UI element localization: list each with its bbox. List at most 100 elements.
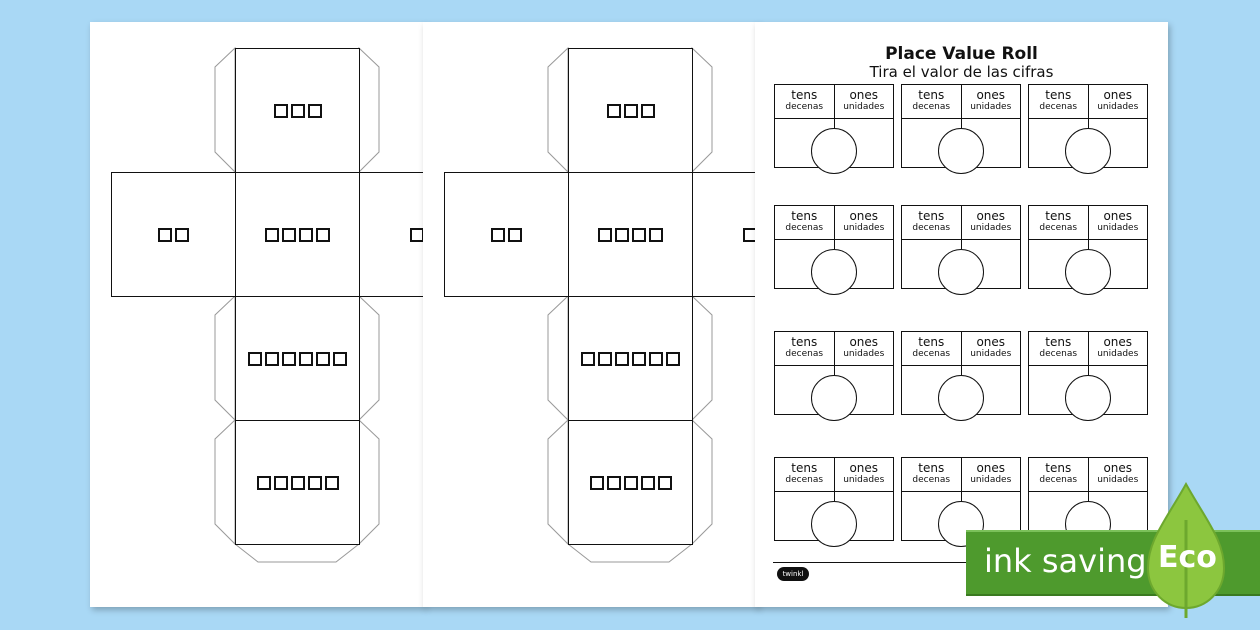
- die-face-top: [568, 48, 693, 173]
- tens-label: tens: [1045, 88, 1072, 102]
- unidades-label: unidades: [1097, 102, 1139, 112]
- footer-divider: [773, 562, 1150, 563]
- unidades-label: unidades: [970, 349, 1012, 359]
- twinkl-logo: twinkl: [777, 567, 809, 581]
- unidades-label: unidades: [1097, 475, 1139, 485]
- answer-circle: [938, 249, 984, 295]
- divider-line: [961, 239, 962, 249]
- ink-saving-text: ink saving: [984, 542, 1147, 580]
- unidades-label: unidades: [843, 223, 885, 233]
- face-squares: [606, 103, 655, 118]
- ones-label: ones: [976, 335, 1006, 349]
- ones-label: ones: [849, 461, 879, 475]
- divider-line: [1088, 365, 1089, 375]
- worksheet-title: Place Value Roll: [885, 44, 1038, 64]
- answer-circle: [811, 249, 857, 295]
- tens-label: tens: [791, 335, 818, 349]
- divider-line: [834, 239, 835, 249]
- divider-line: [834, 118, 835, 128]
- decenas-label: decenas: [912, 223, 951, 233]
- decenas-label: decenas: [1039, 223, 1078, 233]
- unidades-label: unidades: [1097, 349, 1139, 359]
- face-squares: [491, 227, 522, 242]
- face-squares: [589, 475, 672, 490]
- decenas-label: decenas: [912, 102, 951, 112]
- eco-label: Eco: [1158, 540, 1217, 575]
- answer-circle: [811, 128, 857, 174]
- unidades-label: unidades: [1097, 223, 1139, 233]
- ones-label: ones: [849, 335, 879, 349]
- decenas-label: decenas: [785, 349, 824, 359]
- face-squares: [273, 103, 322, 118]
- divider-line: [1088, 491, 1089, 501]
- face-squares: [598, 227, 663, 242]
- die-face-bottom-1: [568, 296, 693, 421]
- divider-line: [961, 491, 962, 501]
- unidades-label: unidades: [970, 102, 1012, 112]
- tens-label: tens: [791, 209, 818, 223]
- die-net-flaps: [214, 46, 380, 563]
- face-squares: [248, 351, 347, 366]
- answer-circle: [811, 375, 857, 421]
- divider-line: [961, 118, 962, 128]
- divider-line: [1088, 239, 1089, 249]
- decenas-label: decenas: [785, 475, 824, 485]
- tens-label: tens: [918, 335, 945, 349]
- answer-circle: [938, 375, 984, 421]
- face-squares: [410, 227, 424, 242]
- worksheet-subtitle: Tira el valor de las cifras: [869, 63, 1054, 81]
- decenas-label: decenas: [912, 475, 951, 485]
- tens-label: tens: [1045, 335, 1072, 349]
- die-face-right: [359, 172, 425, 297]
- place-value-worksheet: Place Value Roll Tira el valor de las ci…: [755, 22, 1168, 607]
- face-squares: [158, 227, 189, 242]
- ones-label: ones: [976, 209, 1006, 223]
- ones-label: ones: [1103, 88, 1133, 102]
- tens-label: tens: [1045, 209, 1072, 223]
- die-face-bottom-2: [568, 420, 693, 545]
- die-face-left: [444, 172, 569, 297]
- ones-label: ones: [1103, 335, 1133, 349]
- face-squares: [581, 351, 680, 366]
- unidades-label: unidades: [970, 223, 1012, 233]
- tens-label: tens: [918, 88, 945, 102]
- unidades-label: unidades: [970, 475, 1012, 485]
- die-net-sheet-1: [90, 22, 425, 607]
- divider-line: [834, 365, 835, 375]
- die-face-center: [235, 172, 360, 297]
- answer-circle: [811, 501, 857, 547]
- ones-label: ones: [849, 209, 879, 223]
- ones-label: ones: [976, 461, 1006, 475]
- tens-label: tens: [1045, 461, 1072, 475]
- tens-label: tens: [918, 461, 945, 475]
